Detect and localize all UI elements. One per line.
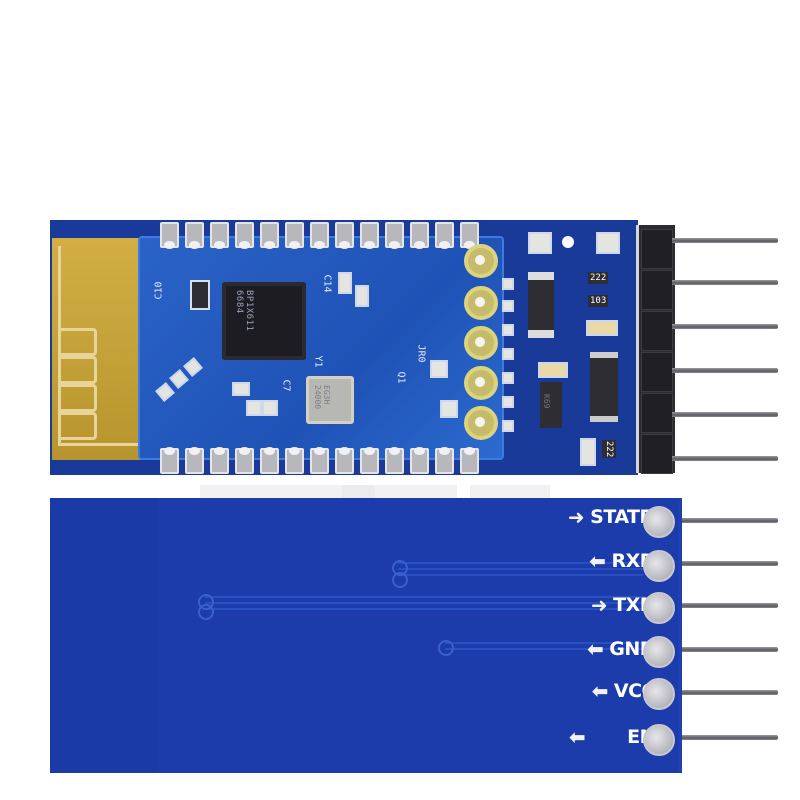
silk-c10: C10 [153,281,165,300]
smd-r3b [262,400,278,416]
capacitor-c12 [355,285,369,307]
pcb-antenna [52,238,142,460]
smd-r3 [246,400,262,416]
crystal-marking: EG3H 24000 [313,385,331,410]
bluetooth-core-board [138,236,504,460]
smd-q1 [430,360,448,378]
arrow-left-icon: ⬅ [589,549,606,573]
silk-c7: C7 [280,379,292,392]
arrow-right-icon: ➜ [567,505,585,529]
crystal-oscillator: EG3H 24000 [306,376,354,424]
smd-c7 [232,382,250,396]
chip-marking: BP1X611 6684 [234,290,254,332]
pin-label-en: ⬅ EN [568,725,656,749]
arrow-right-icon: ➜ [590,593,608,617]
pin-label-state: ➜ STATE [567,505,653,529]
capacitor-left [538,362,568,378]
bluetooth-ic-chip: BP1X611 6684 [222,282,306,360]
arrow-left-icon: ⬅ [586,637,604,661]
arrow-left-icon: ⬅ [568,725,586,749]
voltage-regulator [528,272,554,338]
pin-header [636,225,675,474]
resistor-103: 103 [588,295,609,307]
mounting-mark [562,236,574,248]
arrow-left-icon: ⬅ [591,679,609,703]
silk-jr0: JR0 [415,344,427,363]
silk-q1: Q1 [395,371,407,384]
transistor-marking: K69 [542,394,551,409]
smd-jr0 [440,400,458,418]
resistor-222-bottom: 222 [602,440,616,459]
transistor: K69 [540,382,562,428]
silk-y1: Y1 [312,355,324,368]
capacitor-right [586,320,618,336]
pad-top-right [596,232,620,254]
resistor-222-top: 222 [588,272,609,284]
capacitor-c14 [338,272,352,294]
inductor [590,352,618,422]
silk-c14: C14 [321,274,333,293]
led [580,438,596,466]
capacitor-c1 [190,280,210,310]
pad-top-left [528,232,552,254]
bottom-inner-area [158,498,678,773]
